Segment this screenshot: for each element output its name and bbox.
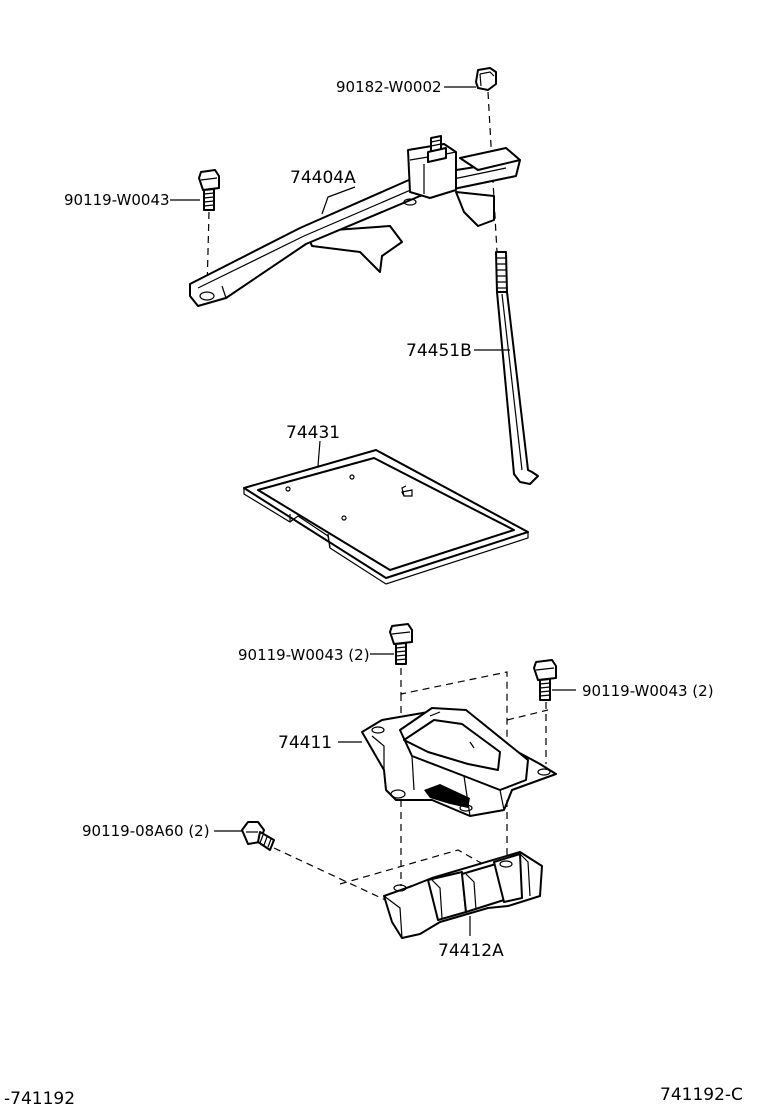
label-battery-tray: 74431 — [286, 423, 340, 443]
label-carrier-support: 74412A — [438, 941, 504, 961]
label-nut-top: 90182-W0002 — [336, 78, 442, 96]
dash-nut-to-clamp — [487, 91, 498, 253]
footer-left-code: -741192 — [4, 1089, 75, 1109]
battery-tray — [243, 449, 529, 585]
nut-icon — [475, 67, 497, 91]
label-bolt-carrier-right: 90119-W0043 (2) — [582, 682, 714, 700]
leader-battery-tray — [317, 440, 321, 467]
label-hold-down-rod: 74451B — [406, 341, 472, 361]
bolt-icon-carrier-left — [389, 623, 413, 665]
label-hold-down-clamp: 74404A — [290, 168, 356, 188]
battery-carrier — [361, 707, 557, 817]
bolt-icon-carrier-right — [533, 659, 557, 701]
hold-down-clamp — [189, 135, 521, 307]
footer-right-code: 741192-C — [660, 1085, 743, 1105]
bolt-icon-upper-left — [198, 169, 220, 211]
label-bolt-carrier-left: 90119-W0043 (2) — [238, 646, 370, 664]
dash-support-lines — [273, 800, 508, 905]
hold-down-rod — [495, 251, 539, 485]
label-battery-carrier: 74411 — [278, 733, 332, 753]
leader-hold-down-clamp — [321, 186, 356, 215]
carrier-support — [383, 851, 543, 939]
label-bolt-upper-left: 90119-W0043 — [64, 191, 170, 209]
label-bolt-support: 90119-08A60 (2) — [82, 822, 210, 840]
bolt-icon-support — [241, 821, 275, 851]
